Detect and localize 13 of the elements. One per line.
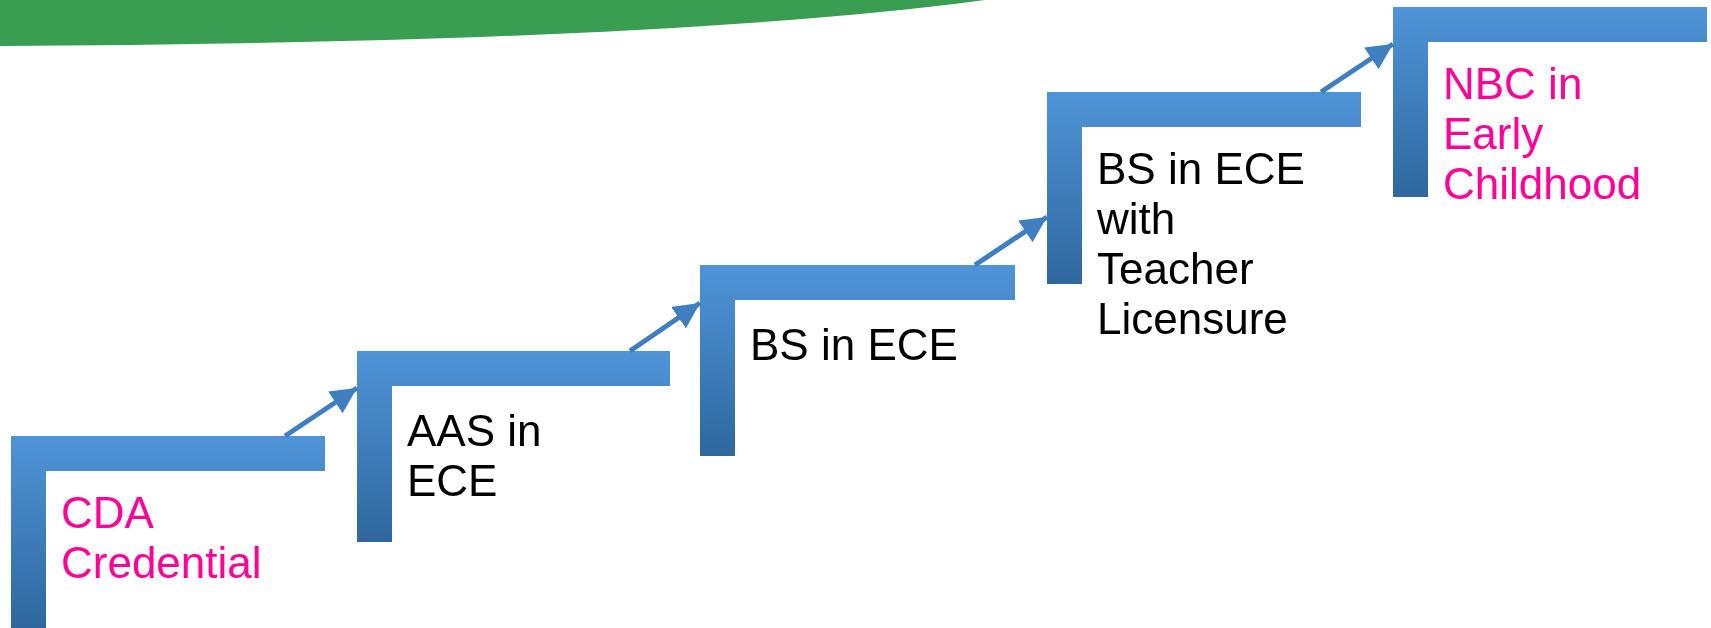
step-label: BS in ECE: [750, 320, 958, 370]
step-arrow: [973, 214, 1049, 268]
step-label: CDA Credential: [61, 488, 263, 588]
step-block: [700, 265, 1015, 456]
step-block: [357, 351, 670, 542]
step-block: [1393, 7, 1707, 197]
step-label: BS in ECE with Teacher Licensure: [1097, 144, 1306, 344]
step-label: NBC in Early Childhood: [1443, 59, 1643, 209]
step-label: AAS in ECE: [407, 406, 543, 506]
step-arrow: [283, 385, 359, 439]
step-block: [11, 436, 325, 628]
step-arrow: [1319, 41, 1395, 95]
step-arrow: [628, 300, 702, 354]
